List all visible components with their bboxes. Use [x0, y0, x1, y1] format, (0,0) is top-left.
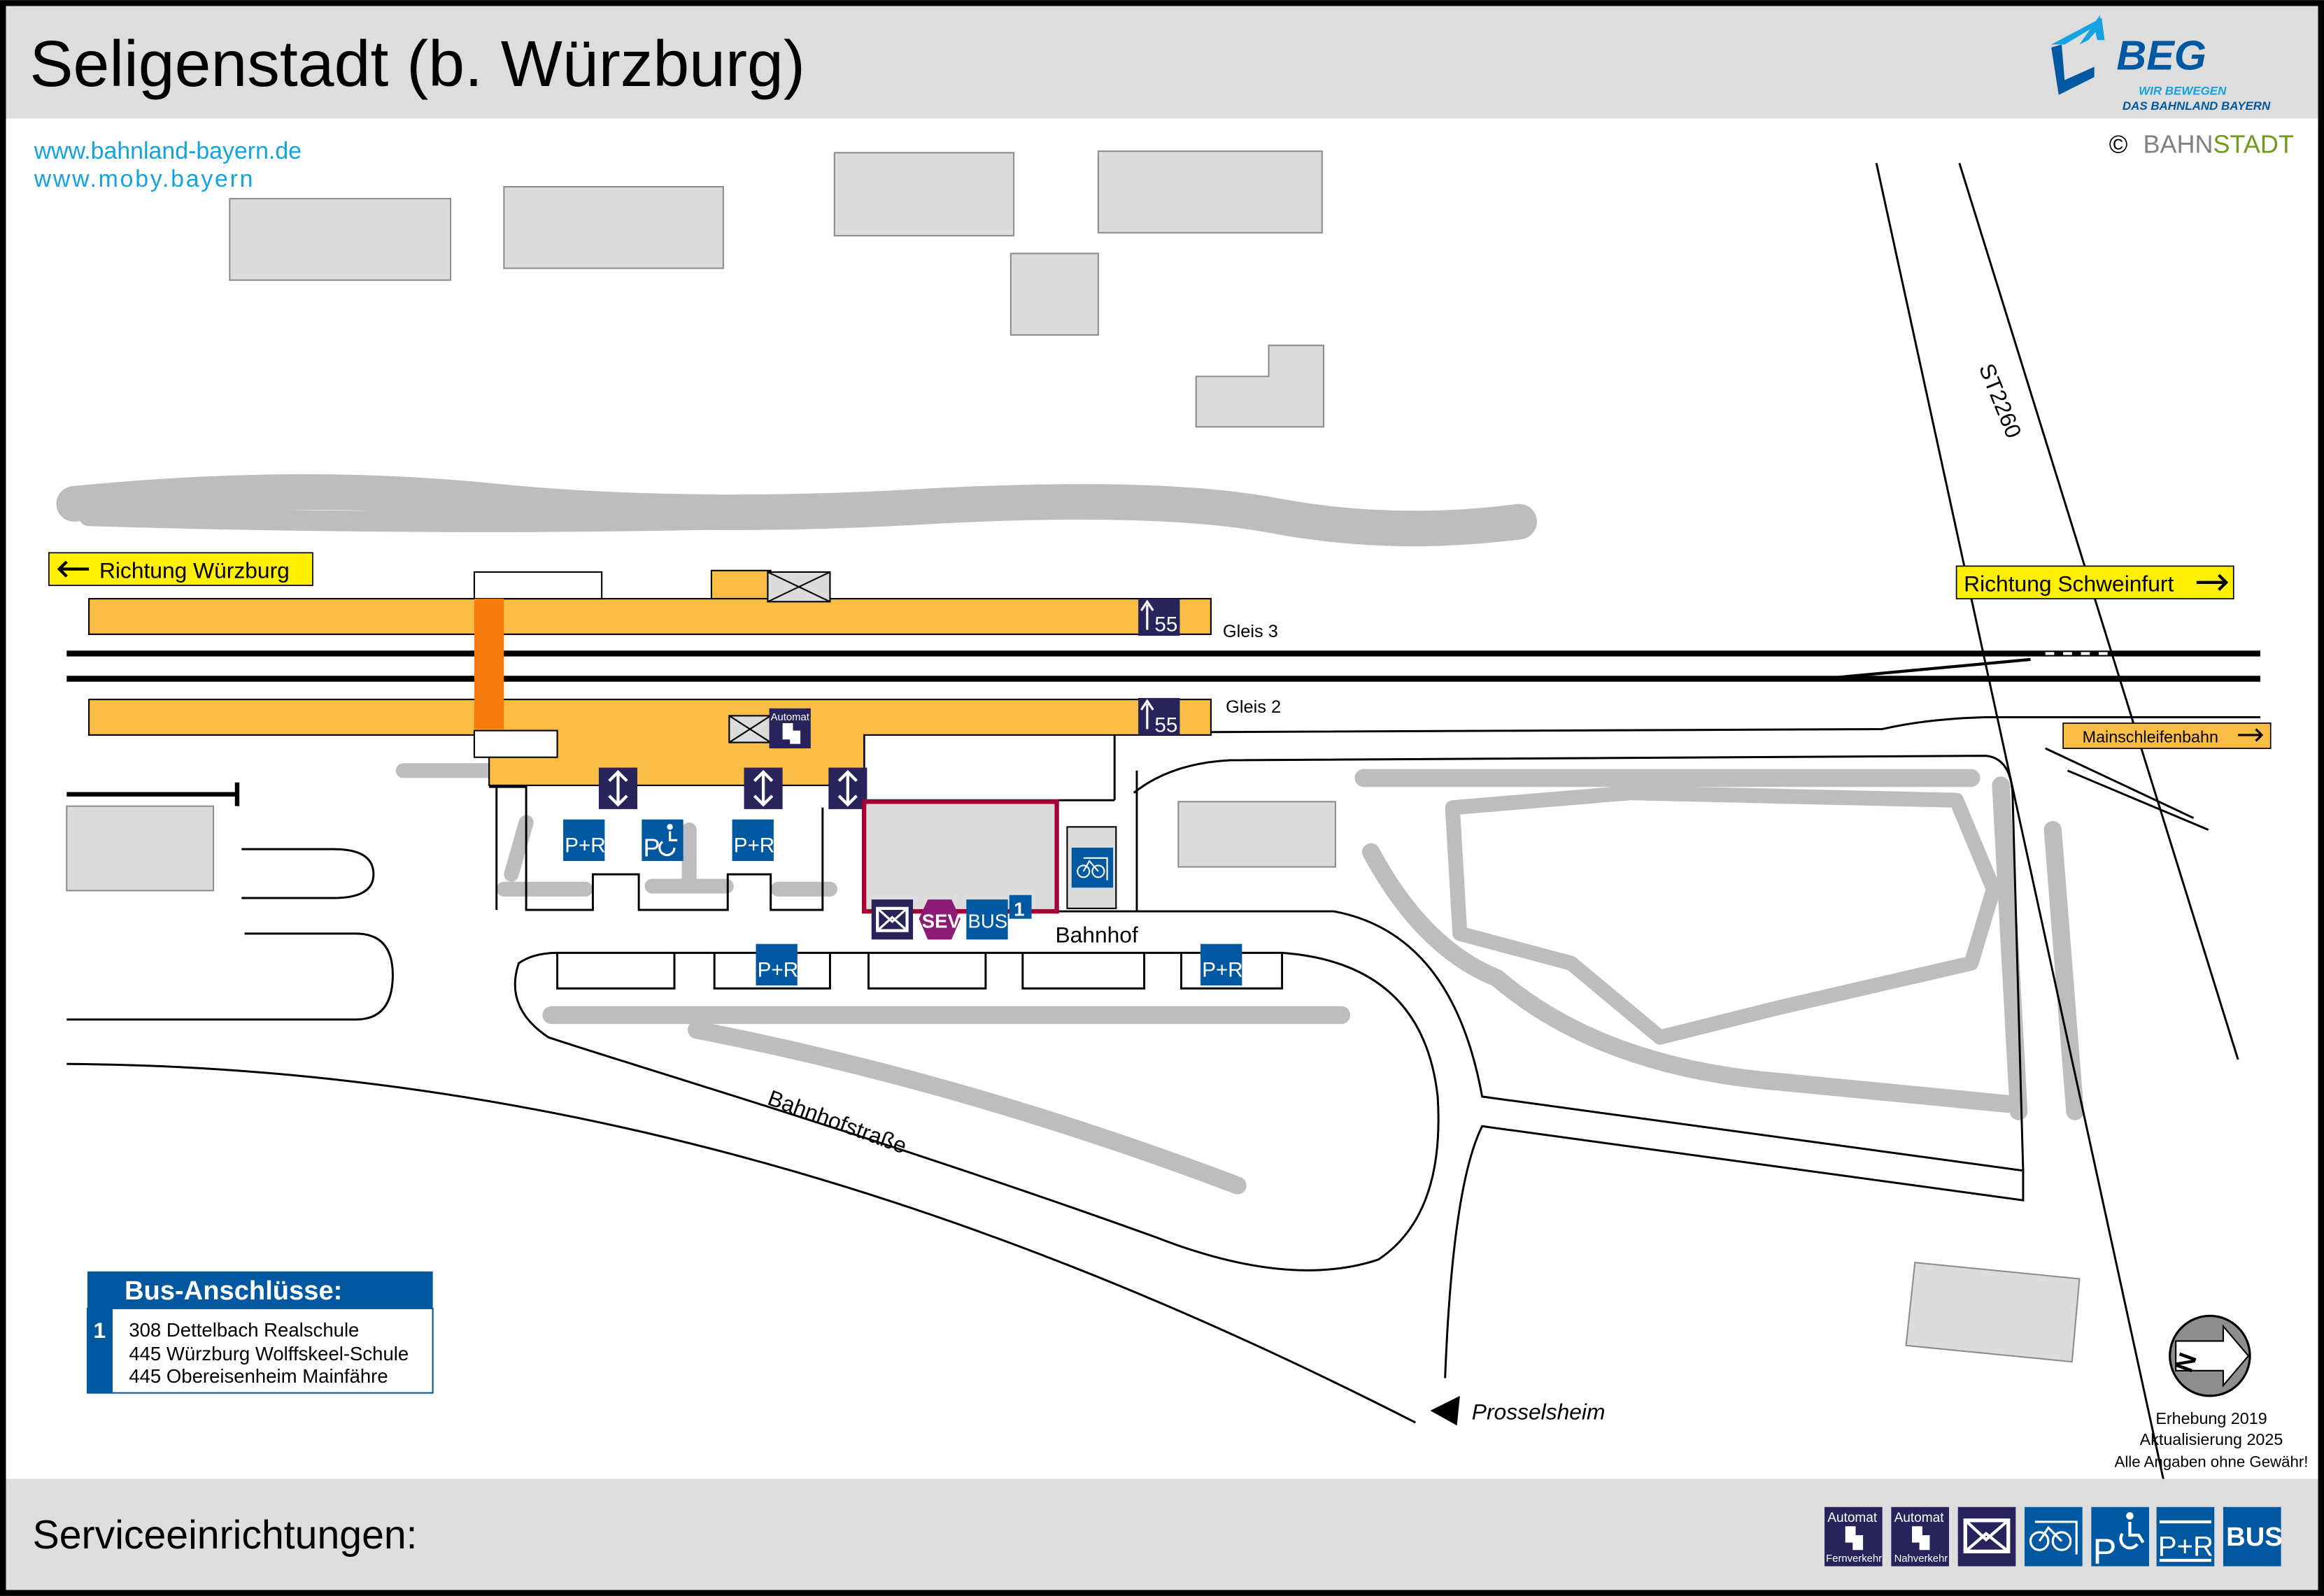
svg-text:Richtung Schweinfurt: Richtung Schweinfurt	[1964, 571, 2174, 596]
service-mail-icon	[1957, 1506, 2016, 1567]
platform-length-sign-gleis-3: 55	[1138, 599, 1180, 636]
post-icon	[871, 899, 914, 940]
beg-slogan-2: DAS BAHNLAND BAYERN	[2123, 99, 2271, 113]
park-and-ride-icon: P+R	[1200, 943, 1243, 986]
sev-rail-replacement-icon: SEV	[919, 899, 961, 940]
buildings	[66, 150, 2081, 1363]
bicycle-parking-icon	[1066, 826, 1117, 909]
compass-icon: N	[2169, 1314, 2251, 1397]
gleis-2-label: Gleis 2	[1226, 697, 1281, 717]
bus-connections-title: Bus-Anschlüsse:	[125, 1276, 342, 1306]
svg-text:P+R: P+R	[758, 958, 799, 981]
gleis-3-label: Gleis 3	[1223, 622, 1278, 641]
svg-text:BAHNSTADT: BAHNSTADT	[2144, 129, 2294, 158]
ticket-machine-icon: Automat	[769, 708, 811, 749]
page-title: Seligenstadt (b. Würzburg)	[29, 27, 805, 100]
direction-arrow-icon	[1430, 1395, 1460, 1426]
direction-sign-wuerzburg: Richtung Würzburg	[48, 552, 313, 586]
svg-text:Nahverkehr: Nahverkehr	[1894, 1553, 1948, 1565]
beg-logo: BEG WIR BEWEGEN DAS BAHNLAND BAYERN	[2051, 15, 2271, 113]
svg-text:Automat: Automat	[1894, 1511, 1945, 1525]
link-bahnland-bayern[interactable]: www.bahnland-bayern.de	[34, 138, 302, 164]
platform-length-sign-gleis-2: 55	[1138, 697, 1180, 737]
svg-text:1: 1	[1014, 898, 1024, 920]
copyright-bahn: BAHN	[2144, 129, 2213, 158]
station-building	[861, 799, 1059, 914]
elevator-icon	[744, 767, 783, 809]
railway-tracks	[66, 650, 2260, 682]
svg-text:Fernverkehr: Fernverkehr	[1826, 1553, 1882, 1565]
park-and-ride-icon: P+R	[756, 943, 799, 986]
svg-text:55: 55	[1154, 613, 1177, 636]
copyright-icon: ©	[2109, 129, 2128, 158]
destination-prosselsheim: Prosselsheim	[1472, 1399, 1606, 1425]
svg-text:P+R: P+R	[734, 834, 775, 857]
svg-text:55: 55	[1154, 714, 1177, 737]
bus-line: 308 Dettelbach Realschule	[129, 1319, 359, 1341]
trees	[56, 474, 2084, 1195]
bus-stop-number: 1	[93, 1318, 106, 1343]
bus-line: 445 Obereisenheim Mainfähre	[129, 1365, 388, 1387]
station-label: Bahnhof	[1055, 922, 1138, 948]
svg-text:P+R: P+R	[1202, 958, 1243, 981]
svg-text:P: P	[643, 834, 660, 862]
service-ticket-machine-long-distance-icon: Automat Fernverkehr	[1825, 1506, 1883, 1567]
svg-text:Automat: Automat	[1827, 1511, 1878, 1525]
beg-logo-text: BEG	[2116, 32, 2206, 79]
bahnstadt-copyright: © BAHNSTADT	[2109, 129, 2294, 158]
elevator-icon	[598, 767, 638, 809]
disabled-parking-icon: P	[642, 819, 683, 862]
underpass	[474, 599, 504, 729]
service-ticket-machine-regional-icon: Automat Nahverkehr	[1891, 1506, 1949, 1567]
beg-logo-mark	[2051, 15, 2105, 45]
survey-date: Erhebung 2019	[2155, 1409, 2267, 1427]
park-and-ride-icon: P+R	[563, 819, 606, 862]
update-date: Aktualisierung 2025	[2140, 1430, 2283, 1448]
svg-text:Richtung Würzburg: Richtung Würzburg	[99, 557, 290, 583]
copyright-stadt: STADT	[2213, 129, 2294, 158]
direction-sign-mainschleifenbahn: Mainschleifenbahn	[2062, 722, 2272, 749]
bus-stop-icon: BUS 1	[966, 895, 1032, 940]
svg-text:SEV: SEV	[922, 910, 961, 932]
svg-text:P+R: P+R	[2158, 1531, 2213, 1562]
service-disabled-parking-icon: P	[2091, 1506, 2150, 1571]
elevator-icon	[828, 767, 867, 809]
platform-gleis-3	[88, 569, 1212, 635]
service-bicycle-parking-icon	[2025, 1506, 2083, 1567]
direction-sign-schweinfurt: Richtung Schweinfurt	[1955, 565, 2234, 599]
bus-line: 445 Würzburg Wolffskeel-Schule	[129, 1343, 409, 1365]
svg-text:P: P	[2092, 1531, 2116, 1571]
disclaimer: Alle Angaben ohne Gewähr!	[2115, 1453, 2309, 1471]
service-park-and-ride-icon: P+R	[2156, 1506, 2215, 1567]
svg-text:P+R: P+R	[565, 834, 606, 857]
svg-text:BUS: BUS	[2226, 1522, 2283, 1552]
beg-slogan-1: WIR BEWEGEN	[2139, 85, 2227, 98]
bus-connections-box: Bus-Anschlüsse: 1 308 Dettelbach Realsch…	[86, 1271, 434, 1394]
park-and-ride-icon: P+R	[732, 819, 775, 862]
svg-text:BUS: BUS	[968, 910, 1007, 932]
services-title: Serviceeinrichtungen:	[33, 1513, 418, 1558]
service-bus-icon: BUS	[2223, 1506, 2283, 1567]
svg-text:Automat: Automat	[771, 712, 810, 723]
svg-text:Mainschleifenbahn: Mainschleifenbahn	[2083, 728, 2218, 746]
header-bar	[6, 6, 2318, 119]
link-moby-bayern[interactable]: www.moby.bayern	[34, 166, 255, 192]
